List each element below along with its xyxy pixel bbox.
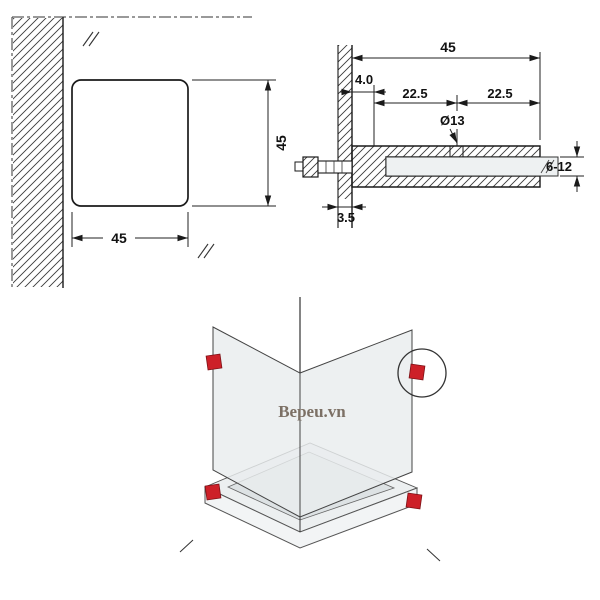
clamp-marker-left-bottom <box>204 483 222 501</box>
hole-leader-line <box>449 128 458 144</box>
clamp-marker-right-top <box>408 363 426 381</box>
glass-thickness-label: 6-12 <box>546 159 572 174</box>
glass-pane-section <box>385 156 559 177</box>
screw-head <box>302 156 319 178</box>
tick-mark-right <box>426 548 441 562</box>
hole-diameter-label: Ø13 <box>440 113 465 128</box>
dim-left-span-label: 22.5 <box>402 86 427 101</box>
fixing-screw <box>294 156 353 178</box>
dim-hole-spacing <box>374 95 540 146</box>
glass-panel-right <box>299 329 413 518</box>
dim-front-height-label: 45 <box>273 135 289 151</box>
tick-mark-left <box>179 539 194 553</box>
front-view: 45 45 <box>11 16 289 288</box>
clamp-marker-right-bottom <box>405 492 423 510</box>
dim-glass-thickness <box>560 141 584 192</box>
wall-hatch-front <box>13 18 63 287</box>
glass-symbol-top <box>82 31 100 47</box>
screw-threads <box>325 161 343 173</box>
glass-symbol-bottom <box>197 243 215 259</box>
wall-gap-label: 3.5 <box>337 210 355 225</box>
dim-offset <box>340 85 386 146</box>
hole-edges <box>449 146 464 157</box>
dim-front-height <box>192 79 276 207</box>
iso-view: Bepeu.vn <box>179 297 447 562</box>
detail-circle <box>397 348 447 398</box>
screw-shaft <box>317 160 353 174</box>
dim-front-width-label: 45 <box>111 230 127 246</box>
dim-total-label: 45 <box>440 39 456 55</box>
dim-total <box>352 52 541 140</box>
glass-symbol-section <box>540 159 555 174</box>
clamp-marker-left-top <box>205 353 223 371</box>
watermark-text: Bepeu.vn <box>278 402 346 421</box>
dim-offset-label: 4.0 <box>355 72 373 87</box>
clamp-front-outline <box>71 79 189 207</box>
screw-tip <box>294 161 304 172</box>
dim-label-mask <box>103 229 135 246</box>
wall-hatch-section <box>338 45 352 199</box>
section-view: 45 4.0 22.5 22.5 Ø13 6-12 <box>294 39 584 228</box>
dim-right-span-label: 22.5 <box>487 86 512 101</box>
